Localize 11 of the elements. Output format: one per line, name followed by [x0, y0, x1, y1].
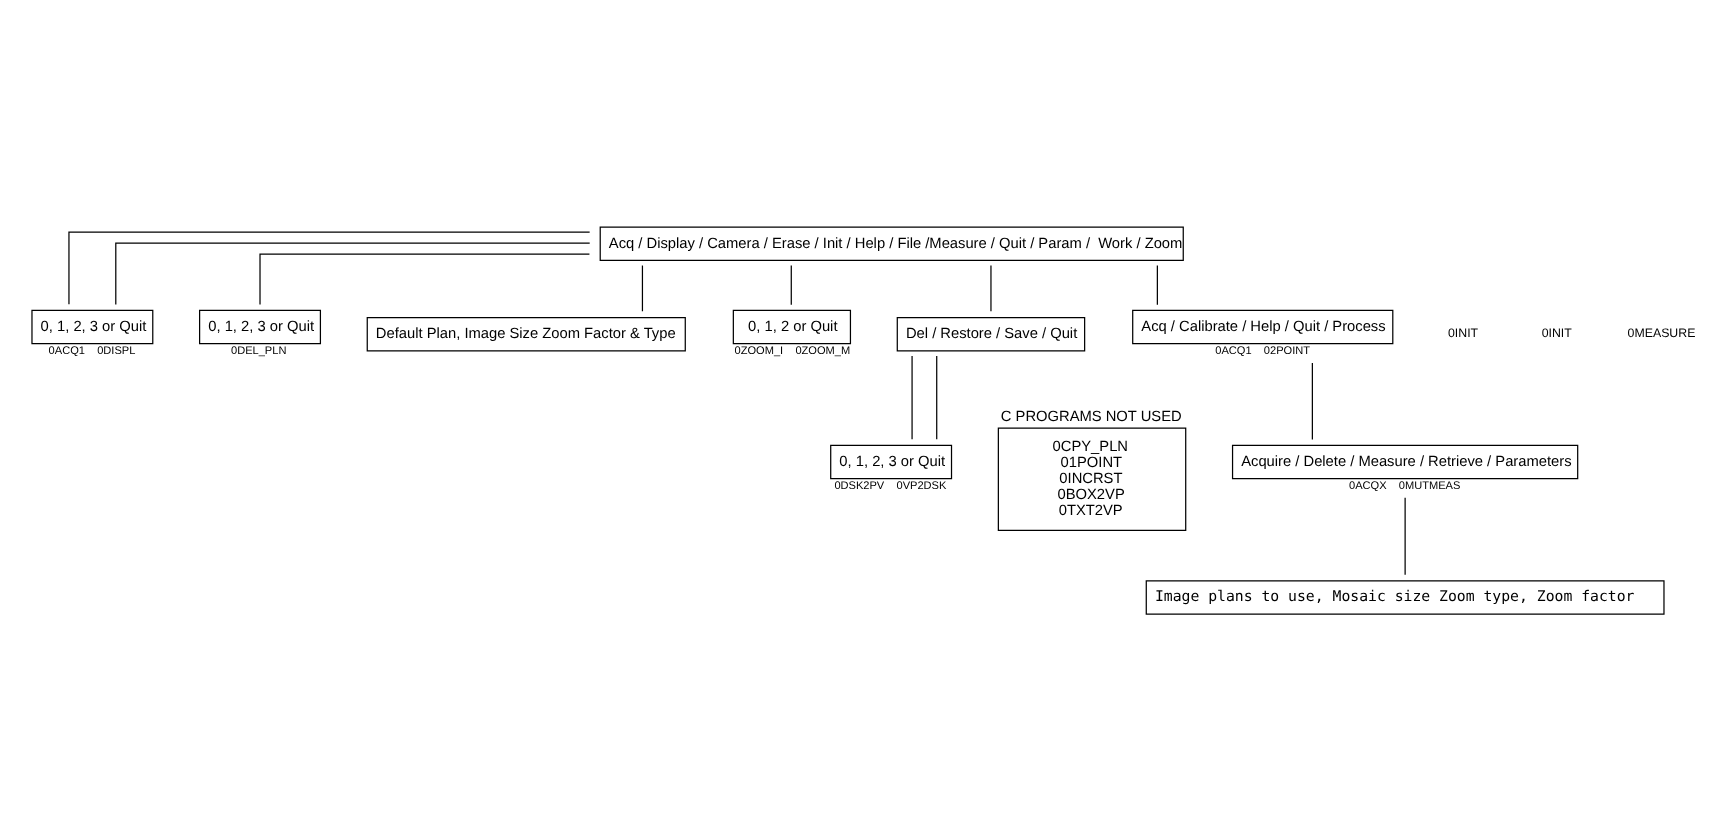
connector — [68, 230, 591, 304]
connector — [641, 263, 644, 311]
connector — [911, 354, 913, 439]
connector — [259, 252, 591, 305]
connector — [790, 263, 792, 305]
connector — [1311, 361, 1313, 440]
connector — [1404, 496, 1406, 575]
connector — [115, 241, 591, 305]
connector — [1156, 263, 1158, 305]
connector — [936, 354, 938, 439]
connector — [990, 263, 992, 311]
